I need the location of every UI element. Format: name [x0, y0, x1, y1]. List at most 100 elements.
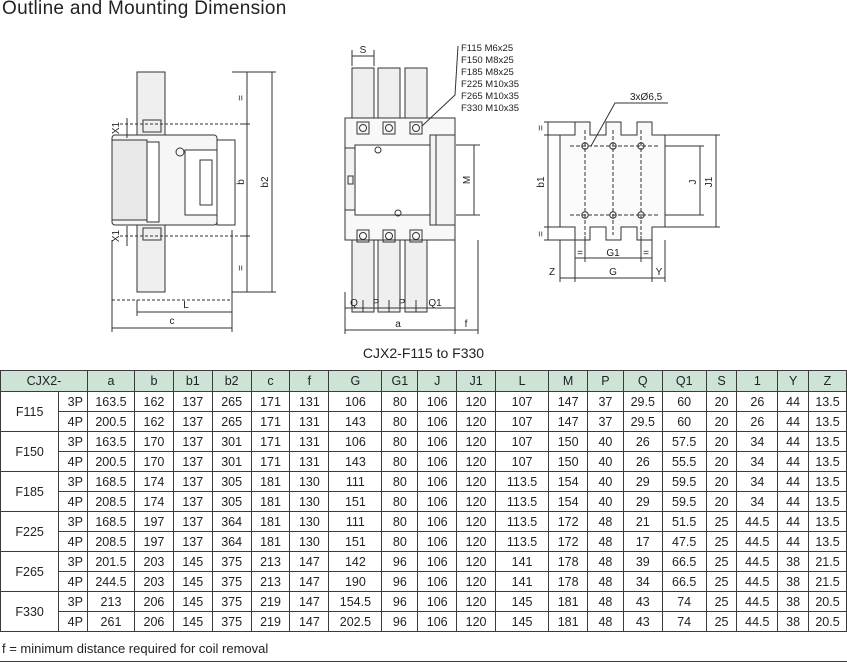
value-cell: 106 — [417, 511, 458, 532]
value-cell: 301 — [211, 431, 252, 452]
value-cell: 305 — [211, 491, 252, 512]
value-cell: 200.5 — [86, 411, 136, 432]
value-cell: 48 — [587, 551, 624, 572]
value-cell: 120 — [456, 531, 496, 552]
header-cell: M — [548, 370, 589, 392]
value-cell: 170 — [134, 431, 174, 452]
side-dim-eq-top: = — [236, 95, 247, 101]
value-cell: 55.5 — [661, 451, 707, 472]
value-cell: 131 — [289, 391, 330, 412]
value-cell: 147 — [289, 611, 330, 632]
value-cell: 162 — [134, 391, 174, 412]
value-cell: 375 — [211, 611, 252, 632]
value-cell: 20 — [705, 411, 738, 432]
value-cell: 145 — [494, 611, 550, 632]
value-cell: 43 — [622, 611, 663, 632]
value-cell: 219 — [250, 611, 291, 632]
header-cell: G — [328, 370, 383, 392]
page-title: Outline and Mounting Dimension — [2, 0, 287, 19]
value-cell: 44.5 — [736, 591, 779, 612]
value-cell: 40 — [587, 491, 624, 512]
header-cell: L — [494, 370, 550, 392]
pole-cell: 3P — [58, 591, 88, 612]
value-cell: 141 — [494, 551, 550, 572]
value-cell: 34 — [736, 451, 779, 472]
value-cell: 261 — [86, 611, 136, 632]
value-cell: 120 — [456, 611, 496, 632]
value-cell: 151 — [328, 531, 383, 552]
value-cell: 202.5 — [328, 611, 383, 632]
value-cell: 375 — [211, 591, 252, 612]
front-dim-Q1: Q1 — [428, 298, 442, 309]
value-cell: 107 — [494, 451, 550, 472]
value-cell: 44 — [777, 451, 809, 472]
mount-dim-eq-c: = — [577, 248, 583, 259]
mount-dim-G1: G1 — [606, 248, 620, 259]
value-cell: 131 — [289, 451, 330, 472]
header-cell: G1 — [381, 370, 419, 392]
value-cell: 47.5 — [661, 531, 707, 552]
value-cell: 106 — [417, 491, 458, 512]
value-cell: 265 — [211, 411, 252, 432]
value-cell: 48 — [587, 611, 624, 632]
front-view — [344, 45, 480, 334]
value-cell: 200.5 — [86, 451, 136, 472]
value-cell: 34 — [736, 491, 779, 512]
mount-dim-Z: Z — [549, 267, 555, 278]
value-cell: 163.5 — [86, 431, 136, 452]
value-cell: 301 — [211, 451, 252, 472]
header-cell: a — [86, 370, 136, 392]
value-cell: 20 — [705, 491, 738, 512]
footnote: f = minimum distance required for coil r… — [2, 641, 269, 656]
value-cell: 25 — [705, 611, 738, 632]
value-cell: 178 — [548, 551, 589, 572]
value-cell: 147 — [289, 591, 330, 612]
model-cell: F115 — [0, 391, 60, 432]
value-cell: 137 — [172, 511, 213, 532]
value-cell: 51.5 — [661, 511, 707, 532]
value-cell: 106 — [417, 471, 458, 492]
value-cell: 26 — [736, 411, 779, 432]
value-cell: 190 — [328, 571, 383, 592]
value-cell: 147 — [548, 411, 589, 432]
value-cell: 20 — [705, 391, 738, 412]
model-cell: F330 — [0, 591, 60, 632]
value-cell: 106 — [417, 391, 458, 412]
pole-cell: 4P — [58, 411, 88, 432]
value-cell: 57.5 — [661, 431, 707, 452]
value-cell: 44 — [777, 531, 809, 552]
value-cell: 137 — [172, 491, 213, 512]
value-cell: 111 — [328, 511, 383, 532]
value-cell: 150 — [548, 451, 589, 472]
value-cell: 181 — [548, 611, 589, 632]
value-cell: 44 — [777, 511, 809, 532]
value-cell: 29 — [622, 491, 663, 512]
value-cell: 44.5 — [736, 571, 779, 592]
value-cell: 130 — [289, 491, 330, 512]
value-cell: 145 — [172, 551, 213, 572]
value-cell: 171 — [250, 411, 291, 432]
outline-drawings: X1 X1 = = b b2 L c S M Q P P Q1 a f F115… — [111, 43, 720, 334]
value-cell: 113.5 — [494, 491, 550, 512]
pole-cell: 4P — [58, 451, 88, 472]
value-cell: 265 — [211, 391, 252, 412]
value-cell: 107 — [494, 391, 550, 412]
value-cell: 219 — [250, 591, 291, 612]
value-cell: 38 — [777, 571, 809, 592]
value-cell: 143 — [328, 451, 383, 472]
side-view — [111, 71, 276, 332]
value-cell: 20 — [705, 451, 738, 472]
header-cell: b1 — [172, 370, 213, 392]
pole-cell: 3P — [58, 551, 88, 572]
value-cell: 113.5 — [494, 531, 550, 552]
value-cell: 375 — [211, 551, 252, 572]
value-cell: 305 — [211, 471, 252, 492]
value-cell: 244.5 — [86, 571, 136, 592]
value-cell: 206 — [134, 611, 174, 632]
value-cell: 40 — [587, 471, 624, 492]
model-cell: F265 — [0, 551, 60, 592]
value-cell: 206 — [134, 591, 174, 612]
header-cell: Q — [622, 370, 663, 392]
